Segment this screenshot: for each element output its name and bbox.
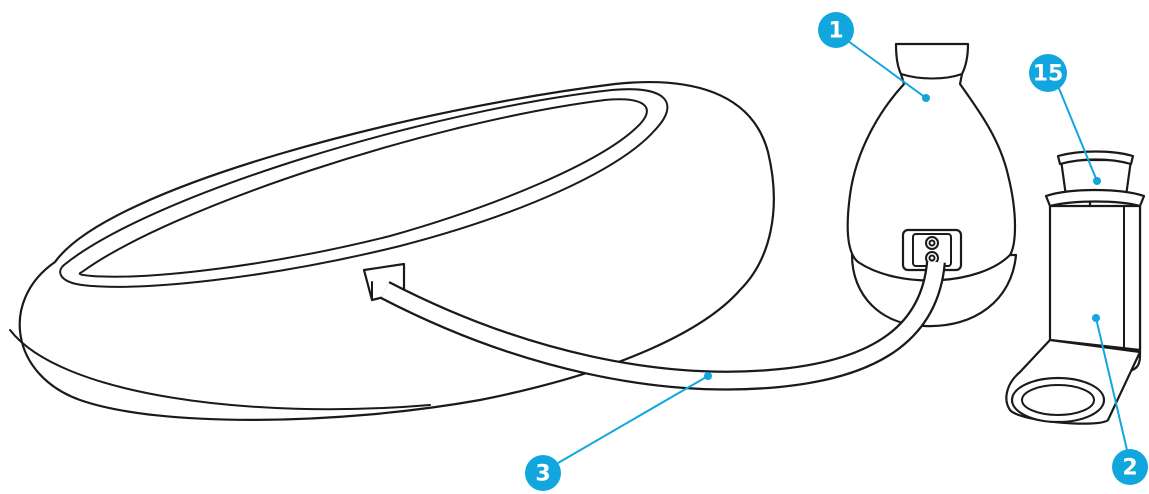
- callout-2-label: 2: [1122, 456, 1137, 481]
- inhaler: [1006, 152, 1144, 424]
- callout-3: 3: [525, 372, 712, 491]
- callout-3-label: 3: [535, 462, 550, 487]
- callout-1-label: 1: [828, 19, 843, 44]
- callout-15-label: 15: [1033, 62, 1064, 87]
